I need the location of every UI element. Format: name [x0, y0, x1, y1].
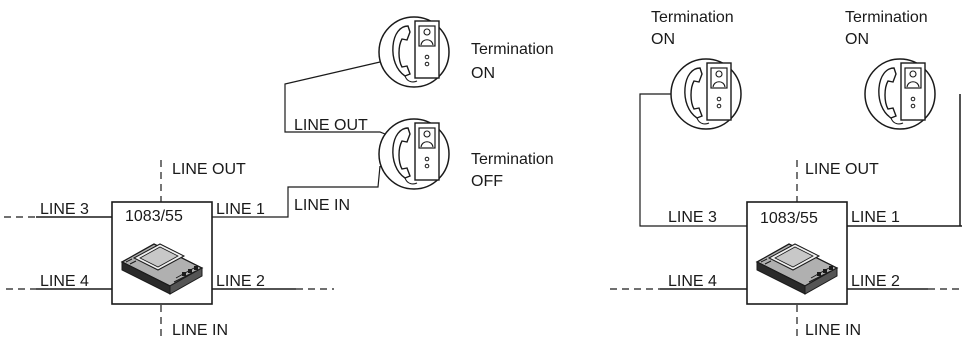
line-1-wire	[212, 165, 381, 218]
right-line-1-label: LINE 1	[851, 209, 900, 226]
left-riser-line-in-label: LINE IN	[294, 197, 350, 214]
right-station-b-termination: Termination	[845, 9, 928, 26]
video-door-phone-icon	[864, 58, 936, 130]
left-diagram	[4, 16, 450, 340]
video-door-phone-icon	[378, 16, 450, 88]
right-line-4-label: LINE 4	[668, 273, 717, 290]
left-line-out-label: LINE OUT	[172, 161, 246, 178]
right-line-2-label: LINE 2	[851, 273, 900, 290]
left-riser-line-out-label: LINE OUT	[294, 117, 368, 134]
left-line-2-label: LINE 2	[216, 273, 265, 290]
right-module-model: 1083/55	[760, 210, 818, 227]
video-door-phone-icon	[670, 58, 742, 130]
right-line-out-label: LINE OUT	[805, 161, 879, 178]
right-line-in-label: LINE IN	[805, 322, 861, 339]
left-line-in-label: LINE IN	[172, 322, 228, 339]
right-line-3-label: LINE 3	[668, 209, 717, 226]
left-lower-termination: Termination	[471, 151, 554, 168]
left-line-1-label: LINE 1	[216, 201, 265, 218]
right-diagram	[610, 58, 962, 340]
right-line-3-wire	[639, 93, 747, 227]
left-upper-state: ON	[471, 65, 495, 82]
left-lower-state: OFF	[471, 173, 503, 190]
left-upper-termination: Termination	[471, 41, 554, 58]
phone-link-wire	[284, 61, 391, 137]
right-station-a-state: ON	[651, 31, 675, 48]
left-line-4-label: LINE 4	[40, 273, 89, 290]
video-door-phone-icon	[378, 118, 450, 190]
left-module-model: 1083/55	[125, 208, 183, 225]
right-station-a-termination: Termination	[651, 9, 734, 26]
right-station-b-state: ON	[845, 31, 869, 48]
left-line-3-label: LINE 3	[40, 201, 89, 218]
